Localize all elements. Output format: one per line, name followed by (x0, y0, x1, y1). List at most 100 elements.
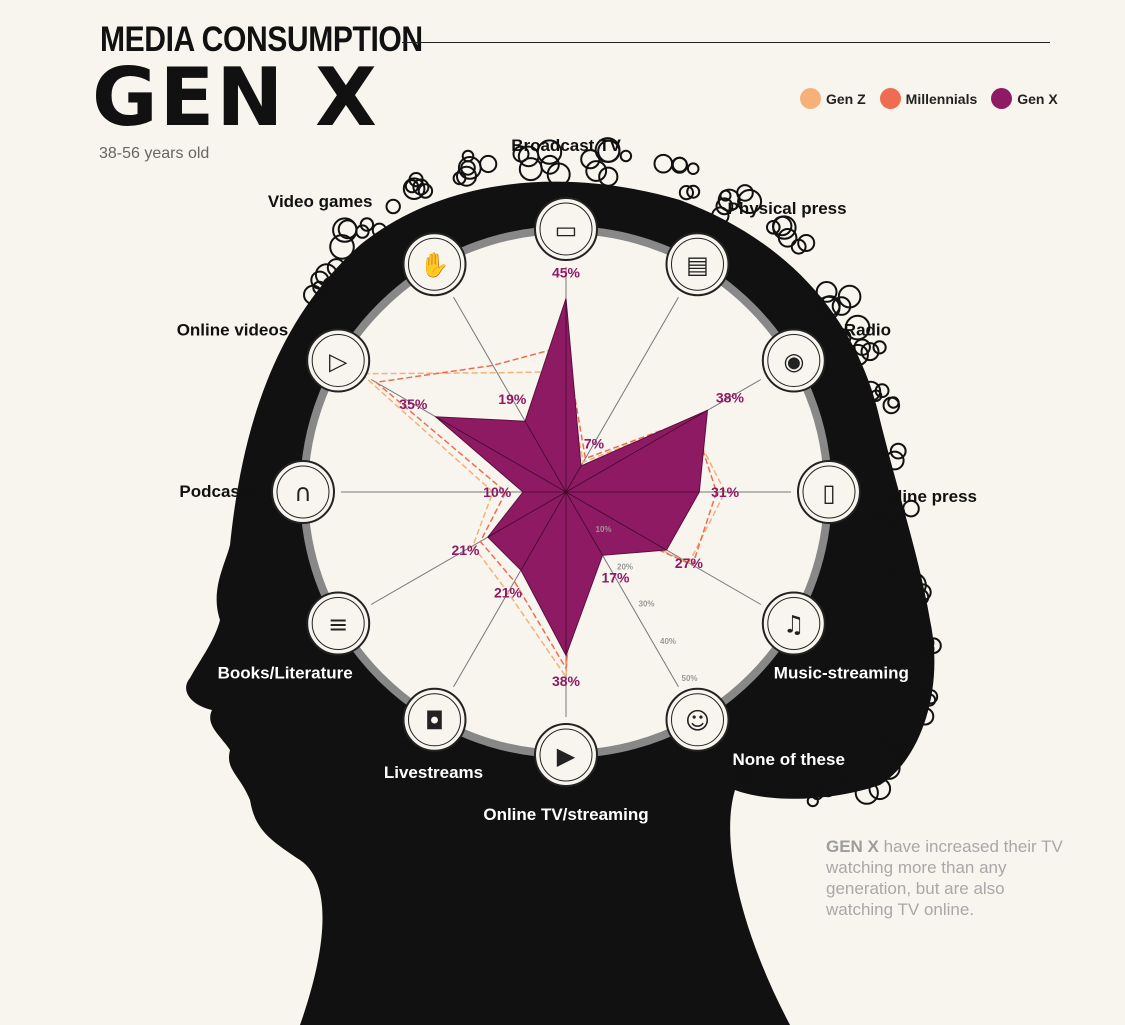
headphones-icon: ∩ (271, 460, 335, 524)
hair-curl (913, 583, 932, 602)
legend-swatch-genz (800, 88, 821, 109)
hair-curl (479, 154, 498, 174)
spoke-line (565, 296, 679, 493)
category-label: Radio (844, 321, 891, 340)
hair-curl (833, 774, 847, 788)
hair-curl (888, 685, 914, 711)
value-label: 21% (451, 542, 480, 558)
inner-spokes (435, 298, 708, 656)
legend-label-genz: Gen Z (826, 90, 866, 107)
hair-curl (536, 139, 563, 165)
svg-text:✋: ✋ (420, 251, 450, 279)
insight-note: GEN X have increased their TV watching m… (826, 836, 1066, 920)
hair-curl (791, 765, 809, 783)
svg-text:▯: ▯ (822, 479, 835, 507)
value-label: 19% (498, 391, 527, 407)
hair-curl (371, 222, 387, 238)
music-notes-icon: ♫ (761, 591, 826, 656)
hair-curl (686, 162, 700, 175)
newspaper-icon: ▤ (665, 232, 730, 297)
svg-text:♫: ♫ (783, 611, 805, 639)
hair-curl (653, 153, 674, 174)
inner-spoke-line (565, 491, 667, 551)
axis-tick-label: 40% (660, 637, 676, 646)
hair-curl (804, 295, 826, 317)
hair-curl (877, 733, 898, 753)
axis-tick-label: 10% (596, 525, 612, 534)
legend-item-genz: Gen Z (800, 88, 866, 109)
hair-curl (898, 633, 919, 654)
curly-hair (303, 137, 942, 808)
category-icons: ▭▤◉▯♫☺▶◘≡∩▷✋ (271, 197, 861, 787)
hair-curl (888, 626, 912, 651)
note-lead: GEN X (826, 837, 879, 856)
svg-text:▤: ▤ (686, 251, 709, 279)
page-title: GEN X (92, 51, 379, 144)
hair-curl (872, 340, 887, 355)
age-range-subtitle: 38-56 years old (99, 145, 210, 162)
category-label: Video games (268, 192, 373, 211)
phone-news-icon: ▯ (797, 460, 861, 524)
meditation-icon: ☺ (665, 687, 730, 752)
hair-curl (925, 637, 942, 655)
svg-text:▭: ▭ (555, 216, 578, 244)
value-label: 21% (494, 585, 523, 601)
streaming-icon: ▶ (534, 723, 598, 787)
hair-curl (385, 198, 401, 215)
category-label: Online videos (177, 321, 288, 340)
value-label: 7% (584, 436, 605, 452)
hair-curl (408, 172, 424, 188)
svg-text:▷: ▷ (329, 348, 348, 376)
svg-text:∩: ∩ (294, 479, 312, 507)
category-label: Broadcast TV (511, 136, 621, 155)
svg-text:◘: ◘ (425, 707, 444, 735)
inner-spoke-line (520, 491, 567, 571)
hair-curl (868, 777, 892, 801)
legend-swatch-millennials (879, 88, 901, 109)
hair-curl (715, 197, 734, 216)
category-label: Online TV/streaming (483, 805, 648, 824)
hair-curl (837, 284, 862, 309)
hair-curl (777, 228, 798, 248)
hair-curl (916, 707, 935, 726)
legend-swatch-genx (991, 88, 1013, 109)
svg-text:▶: ▶ (557, 742, 576, 770)
hair-curl (901, 572, 927, 598)
inner-spoke-line (565, 409, 708, 493)
legend-item-millennials: Millennials (879, 88, 977, 109)
hair-curl (314, 263, 338, 287)
legend: Gen Z Millennials Gen X (800, 88, 1064, 109)
hair-curl (860, 380, 882, 402)
value-label: 27% (675, 555, 704, 571)
inner-spoke-line (565, 491, 603, 556)
livestream-icon: ◘ (402, 687, 467, 752)
hair-curl (907, 618, 930, 641)
hair-curl (896, 678, 914, 696)
note-text: have increased their TV watching more th… (826, 837, 1063, 919)
hair-curl (585, 160, 608, 182)
value-labels: 45%7%38%31%27%17%38%21%21%10%35%19% (399, 265, 744, 690)
hair-curl (860, 342, 880, 362)
hair-curl (337, 219, 358, 240)
hair-curl (884, 450, 905, 471)
hair-curl (461, 149, 475, 163)
category-label: Livestreams (384, 763, 483, 782)
value-label: 38% (716, 389, 745, 405)
svg-text:≡: ≡ (328, 611, 348, 639)
value-label: 45% (552, 265, 581, 281)
category-label: None of these (733, 750, 845, 769)
hair-curl (871, 439, 885, 453)
hair-curl (877, 501, 900, 525)
hair-curl (678, 185, 695, 201)
category-label: Podcasts (179, 482, 255, 501)
hair-curl (326, 258, 346, 278)
value-label: 17% (601, 570, 630, 586)
hair-curl (772, 215, 793, 237)
hair-curl (719, 189, 732, 202)
hair-curl (832, 328, 852, 347)
hair-curl (844, 314, 871, 341)
hair-curl (831, 296, 852, 316)
hair-curl (671, 156, 688, 174)
hair-curl (460, 160, 476, 176)
